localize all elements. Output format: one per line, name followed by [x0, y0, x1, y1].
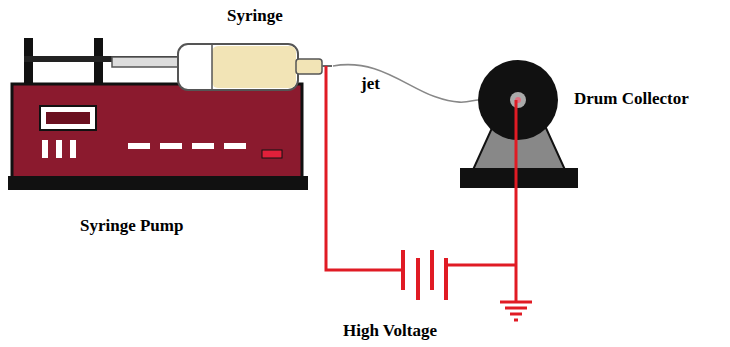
syringe-barrel — [178, 44, 298, 90]
jet-line — [333, 65, 478, 103]
drum — [478, 60, 558, 140]
pump-key — [224, 143, 246, 149]
hv-wire — [446, 264, 516, 267]
pump-button — [56, 140, 62, 158]
syringe-pump-node: Syringe Pump — [8, 100, 310, 242]
drum-axle — [510, 92, 526, 108]
ground-symbol — [500, 301, 532, 304]
battery-plate — [401, 250, 405, 290]
syringe-solution — [212, 46, 296, 88]
ground-symbol — [505, 307, 527, 310]
pump-base — [8, 176, 308, 190]
syringe-plunger — [112, 57, 182, 67]
syringe-tip — [296, 59, 322, 74]
pump-display-screen — [46, 112, 90, 124]
pump-display — [40, 106, 96, 130]
pump-key — [192, 143, 214, 149]
syringe-label: Syringe — [227, 6, 283, 26]
battery-plate — [430, 250, 434, 290]
jet-label: jet — [359, 74, 382, 94]
voltage-label: High Voltage — [343, 321, 437, 341]
drum-base — [460, 168, 578, 188]
pump-button — [42, 140, 48, 158]
ground-symbol — [510, 313, 522, 316]
pump-key — [160, 143, 182, 149]
syringe-node: Syringe — [175, 4, 333, 94]
drum-collector-node: Drum Collector — [478, 55, 728, 190]
syringe-pump-label: Syringe Pump — [80, 216, 183, 236]
battery-plate — [416, 258, 420, 300]
pump-red-button — [262, 150, 282, 158]
hv-wire — [326, 66, 402, 270]
pump-post — [94, 38, 103, 90]
ground-wire — [515, 100, 518, 302]
pump-post — [24, 38, 33, 90]
ground-symbol — [514, 319, 518, 322]
pump-button — [70, 140, 76, 158]
pump-body — [12, 84, 302, 178]
syringe-piston — [211, 45, 213, 89]
pump-key — [128, 143, 150, 149]
drum-collector-label: Drum Collector — [574, 89, 689, 109]
